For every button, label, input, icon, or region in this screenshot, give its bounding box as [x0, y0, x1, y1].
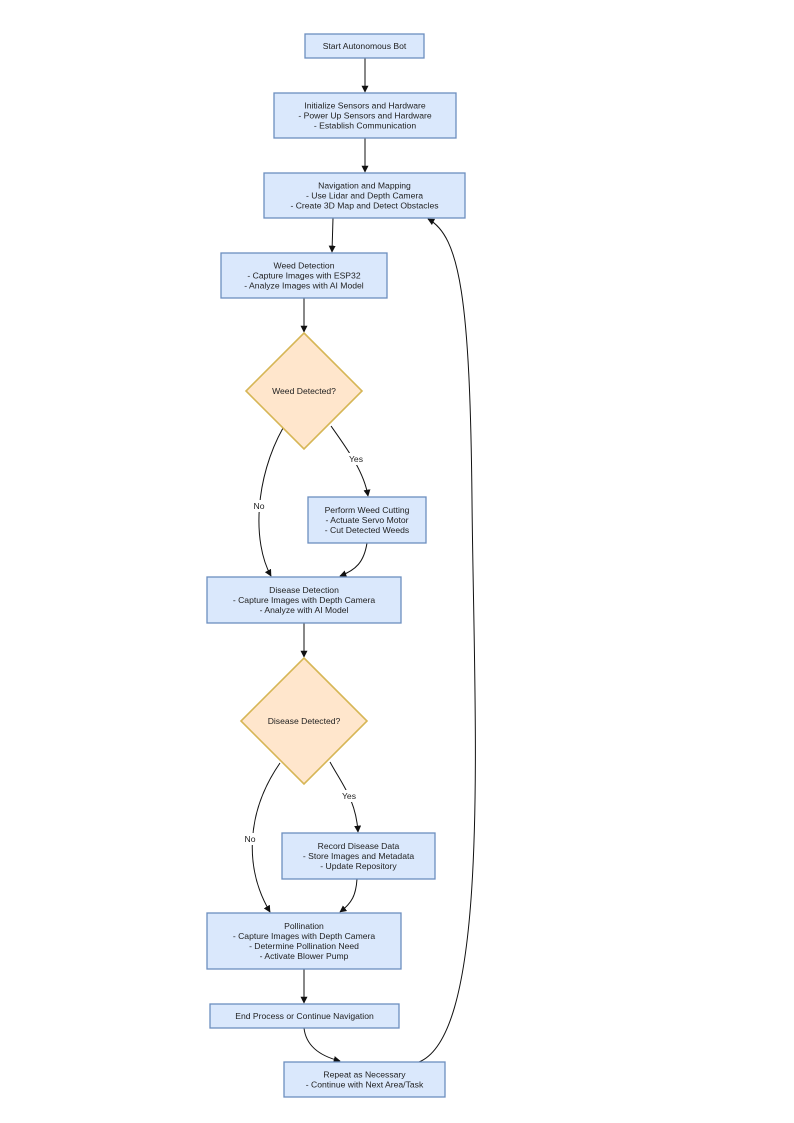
- edge-line: [303, 1027, 341, 1063]
- edge-repeat-to-nav: [418, 218, 476, 1063]
- node-detail-line: - Continue with Next Area/Task: [306, 1080, 424, 1090]
- node-title: Weed Detection: [274, 261, 335, 271]
- process-init: Initialize Sensors and Hardware- Power U…: [273, 92, 457, 139]
- process-shape: [263, 172, 466, 219]
- process-nav: Navigation and Mapping- Use Lidar and De…: [263, 172, 466, 219]
- process-shape: [281, 832, 436, 880]
- edge-end-to-repeat: [303, 1027, 341, 1063]
- node-detail-line: - Update Repository: [320, 861, 397, 871]
- edge-nav-to-weed_detect: [328, 217, 336, 253]
- node-detail-line: - Capture Images with ESP32: [247, 271, 360, 281]
- process-shape: [206, 576, 402, 624]
- process-end: End Process or Continue Navigation: [209, 1003, 400, 1029]
- process-shape: [273, 92, 457, 139]
- node-title: End Process or Continue Navigation: [235, 1011, 374, 1021]
- edge-label-disease_decision-to-pollination: No: [242, 833, 258, 845]
- node-detail-line: - Create 3D Map and Detect Obstacles: [290, 201, 438, 211]
- process-pollination: Pollination- Capture Images with Depth C…: [206, 912, 402, 970]
- decision-disease-decision: Disease Detected?: [239, 656, 369, 786]
- edge-line: [328, 217, 336, 253]
- node-title: Initialize Sensors and Hardware: [304, 101, 426, 111]
- decision-shape: [244, 331, 364, 451]
- node-detail-line: - Activate Blower Pump: [260, 951, 349, 961]
- node-detail-line: - Actuate Servo Motor: [325, 515, 408, 525]
- node-detail-line: - Analyze with AI Model: [260, 605, 349, 615]
- edge-label-text: Yes: [349, 454, 363, 464]
- node-detail-line: - Capture Images with Depth Camera: [233, 931, 376, 941]
- process-start: Start Autonomous Bot: [304, 33, 425, 59]
- edge-label-text: No: [245, 834, 256, 844]
- process-shape: [283, 1061, 446, 1098]
- process-record: Record Disease Data- Store Images and Me…: [281, 832, 436, 880]
- edge-line: [339, 542, 368, 578]
- node-detail-line: - Store Images and Metadata: [303, 851, 415, 861]
- node-title: Disease Detection: [269, 585, 339, 595]
- node-title: Navigation and Mapping: [318, 181, 411, 191]
- process-repeat: Repeat as Necessary- Continue with Next …: [283, 1061, 446, 1098]
- decision-shape: [239, 656, 369, 786]
- node-detail-line: - Analyze Images with AI Model: [244, 281, 364, 291]
- node-detail-line: - Use Lidar and Depth Camera: [306, 191, 423, 201]
- edge-label-text: No: [254, 501, 265, 511]
- edge-label-weed_decision-to-disease_detect: No: [251, 500, 267, 512]
- node-detail-line: - Capture Images with Depth Camera: [233, 595, 376, 605]
- node-detail-line: - Power Up Sensors and Hardware: [298, 111, 431, 121]
- node-title: Pollination: [284, 921, 324, 931]
- node-title: Repeat as Necessary: [323, 1070, 406, 1080]
- edge-label-text: Yes: [342, 791, 356, 801]
- node-title: Record Disease Data: [318, 841, 400, 851]
- edge-weed_cut-to-disease_detect: [339, 542, 368, 578]
- node-detail-line: - Cut Detected Weeds: [325, 525, 409, 535]
- process-shape: [220, 252, 388, 299]
- edge-line: [339, 878, 358, 913]
- edge-record-to-pollination: [339, 878, 358, 913]
- node-detail-line: - Establish Communication: [314, 121, 416, 131]
- edge-label-disease_decision-to-record: Yes: [338, 790, 360, 802]
- node-title: Disease Detected?: [268, 716, 341, 726]
- edge-line: [418, 218, 476, 1063]
- node-detail-line: - Determine Pollination Need: [249, 941, 359, 951]
- process-shape: [307, 496, 427, 544]
- edge-label-weed_decision-to-weed_cut: Yes: [345, 453, 367, 465]
- node-title: Start Autonomous Bot: [323, 41, 407, 51]
- process-weed-cut: Perform Weed Cutting- Actuate Servo Moto…: [307, 496, 427, 544]
- process-shape: [206, 912, 402, 970]
- process-shape: [209, 1003, 400, 1029]
- decision-weed-decision: Weed Detected?: [244, 331, 364, 451]
- process-weed-detect: Weed Detection- Capture Images with ESP3…: [220, 252, 388, 299]
- node-title: Perform Weed Cutting: [325, 505, 410, 515]
- process-disease-detect: Disease Detection- Capture Images with D…: [206, 576, 402, 624]
- node-title: Weed Detected?: [272, 386, 336, 396]
- process-shape: [304, 33, 425, 59]
